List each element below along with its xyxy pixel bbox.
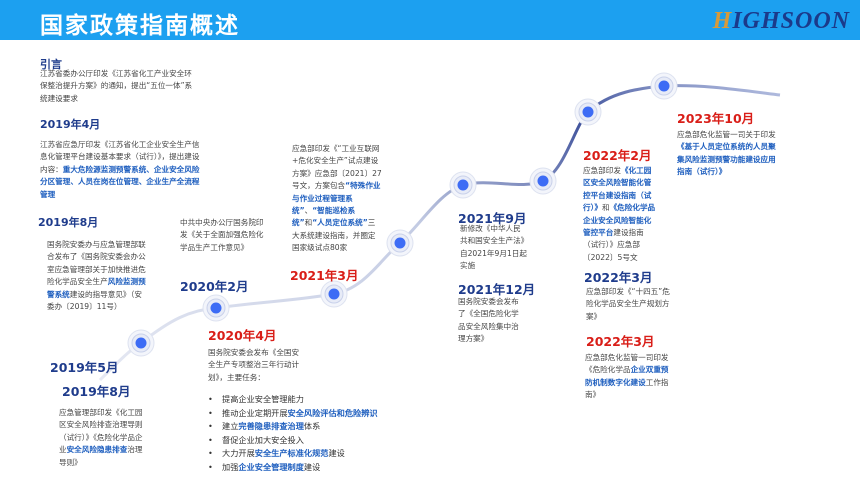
- date-label: 2019年4月: [40, 118, 101, 131]
- event-text: 应急部印发《“工业互联网+危化安全生产”试点建设方案》应急部〔2021〕27号文…: [292, 144, 382, 253]
- task-list: 提高企业安全管理能力推动企业定期开展安全风险评估和危险辨识建立完善隐患排查治理体…: [208, 393, 378, 474]
- date-label: 2021年12月: [458, 282, 536, 297]
- event-text: 应急部印发《化工园区安全风险智能化管控平台建设指南（试行）》和《危险化学品企业安…: [583, 166, 656, 262]
- task-item: 大力开展安全生产标准化规范建设: [208, 447, 378, 461]
- highsoon-logo: HIGHSOON: [712, 8, 850, 34]
- event-text: 应急管理部印发《化工园区安全风险排查治理导则（试行）》《危险化学品企业安全风险隐…: [59, 408, 143, 467]
- timeline-node: [449, 171, 477, 199]
- header-bar: 国家政策指南概述 HIGHSOON: [0, 0, 860, 40]
- task-item: 加强企业安全管理制度建设: [208, 461, 378, 475]
- event-text: 国务院安委办与应急管理部联合发布了《国务院安委会办公室应急管理部关于加快推进危险…: [47, 240, 146, 312]
- date-label: 2023年10月: [677, 111, 755, 126]
- timeline-node: [386, 229, 414, 257]
- event-text: 国务院安委会发布《全国安全生产专项整治三年行动计划》，主要任务：: [208, 348, 300, 382]
- date-label: 2021年9月: [458, 211, 527, 226]
- event-text: 国务院安委会发布了《全国危险化学品安全风险集中治理方案》: [458, 297, 519, 344]
- date-label: 2019年8月: [62, 384, 131, 399]
- timeline-node: [529, 167, 557, 195]
- task-item: 督促企业加大安全投入: [208, 434, 378, 448]
- intro-text: 江苏省委办公厅印发《江苏省化工产业安全环保整治提升方案》的通知，提出“五位一体”…: [40, 69, 193, 103]
- date-label: 2022年2月: [583, 148, 652, 163]
- page-title: 国家政策指南概述: [40, 13, 240, 39]
- event-text: 应急部危化监管一司印发《危险化学品企业双重预防机制数字化建设工作指南》: [585, 353, 669, 400]
- date-label: 2019年5月: [50, 360, 119, 375]
- date-label: 2019年8月: [38, 216, 99, 229]
- intro-heading: 引言: [40, 58, 62, 71]
- timeline-node: [574, 98, 602, 126]
- event-text: 应急部危化监管一司关于印发《基于人员定位系统的人员聚集风险监测预警功能建设应用指…: [677, 130, 776, 177]
- timeline-node: [320, 280, 348, 308]
- date-label: 2022年3月: [586, 334, 655, 349]
- timeline-node: [127, 329, 155, 357]
- timeline-node: [650, 72, 678, 100]
- date-label: 2020年4月: [208, 328, 277, 343]
- date-label: 2020年2月: [180, 279, 249, 294]
- task-item: 建立完善隐患排查治理体系: [208, 420, 378, 434]
- event-text: 中共中央办公厅国务院印发《关于全面加强危险化学品生产工作意见》: [180, 218, 264, 252]
- event-text: 新修改《中华人民共和国安全生产法》自2021年9月1日起实施: [460, 224, 527, 271]
- date-label: 2021年3月: [290, 268, 359, 283]
- timeline-node: [202, 294, 230, 322]
- event-text: 江苏省应急厅印发《江苏省化工企业安全生产信息化管理平台建设基本要求（试行）》，提…: [40, 140, 200, 199]
- date-label: 2022年3月: [584, 270, 653, 285]
- task-item: 推动企业定期开展安全风险评估和危险辨识: [208, 407, 378, 421]
- event-text: 应急部印发《“十四五”危险化学品安全生产规划方案》: [586, 287, 670, 321]
- task-item: 提高企业安全管理能力: [208, 393, 378, 407]
